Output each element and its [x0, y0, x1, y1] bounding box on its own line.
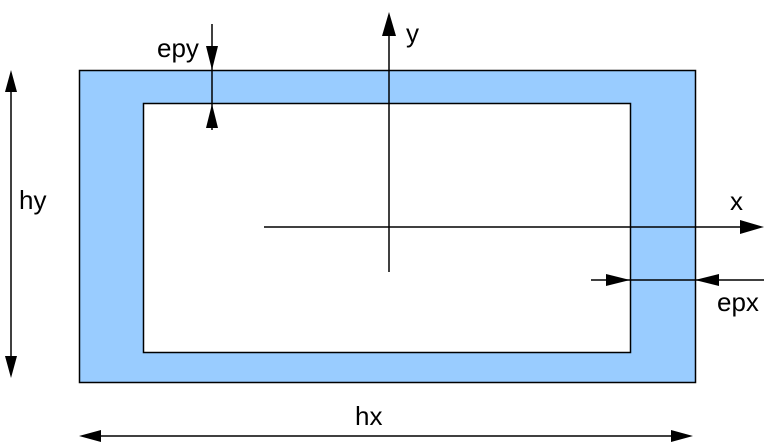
inner-rectangle	[142, 102, 632, 354]
epx-label: epx	[717, 287, 759, 317]
epy-label: epy	[157, 33, 199, 63]
x-axis	[264, 220, 764, 234]
hx-dimension	[79, 430, 693, 442]
epy-dimension	[206, 24, 218, 130]
y-axis	[382, 12, 396, 272]
hy-dimension	[5, 70, 17, 378]
y-axis-label: y	[406, 18, 419, 48]
hx-label: hx	[355, 401, 382, 431]
hy-label: hy	[19, 185, 46, 215]
x-axis-label: x	[730, 186, 743, 216]
epx-dimension	[591, 274, 764, 286]
